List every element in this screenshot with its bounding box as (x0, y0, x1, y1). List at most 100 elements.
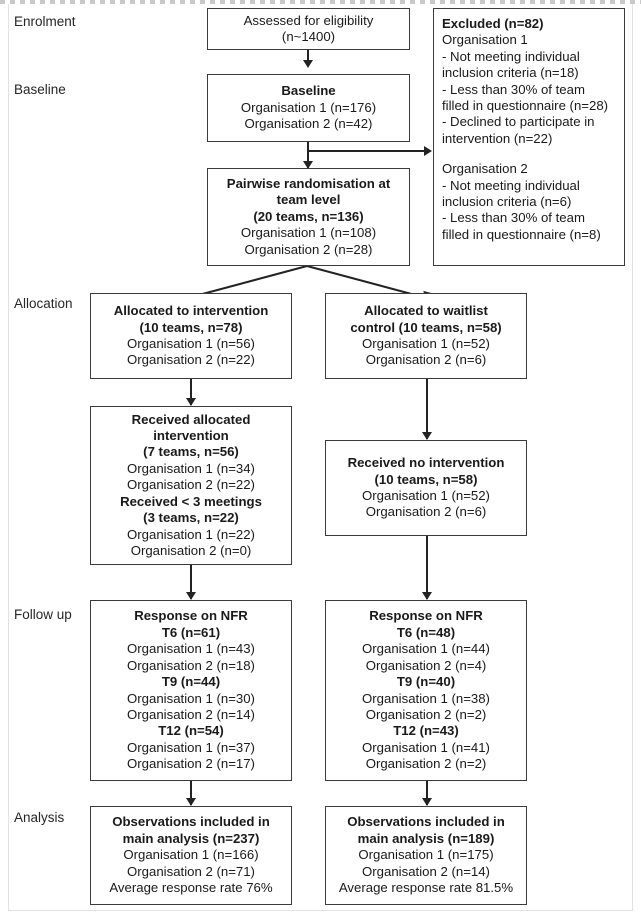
box-line: team level (276, 192, 341, 208)
box-line: Organisation 1 (n=44) (362, 641, 490, 657)
box-line: Organisation 2 (n=14) (127, 706, 255, 722)
box-line: (7 teams, n=56) (143, 444, 239, 460)
connector-followup-to-analysis-left (190, 781, 192, 805)
box-line: Organisation 2 (n=71) (127, 863, 255, 879)
box-line: T6 (n=61) (161, 624, 221, 640)
box-analysis-intervention: Observations included in main analysis (… (90, 806, 292, 905)
arrowhead-baseline (302, 60, 313, 68)
arrowhead-excluded (424, 145, 432, 156)
stage-label-allocation: Allocation (14, 296, 73, 311)
box-line: Organisation 2 (n=4) (365, 657, 487, 673)
box-line: Organisation 2 (442, 161, 528, 177)
box-received-allocated-intervention: Received allocated intervention (7 teams… (90, 406, 292, 565)
box-line: (20 teams, n=136) (253, 208, 364, 224)
box-line: (n~1400) (281, 29, 336, 44)
box-line: T9 (n=44) (161, 674, 221, 690)
box-line: Observations included in (347, 814, 505, 830)
box-line: Organisation 2 (n=22) (127, 477, 255, 493)
arrowhead-followup-control (421, 592, 432, 600)
stage-label-baseline: Baseline (14, 82, 66, 97)
box-line: Average response rate 76% (109, 880, 273, 896)
arrowhead-received-none (421, 432, 432, 440)
box-baseline: Baseline Organisation 1 (n=176) Organisa… (207, 74, 410, 142)
box-excluded: Excluded (n=82) Organisation 1 - Not mee… (433, 8, 625, 266)
box-pairwise-randomisation: Pairwise randomisation at team level (20… (207, 168, 410, 266)
box-allocated-to-waitlist-control: Allocated to waitlist control (10 teams,… (325, 293, 527, 379)
box-line: T12 (n=54) (158, 723, 224, 739)
box-line: intervention (n=22) (442, 130, 553, 146)
box-line: Organisation 1 (n=41) (362, 739, 490, 755)
box-line: - Not meeting individual (442, 177, 580, 193)
box-line: Organisation 1 (n=43) (127, 641, 255, 657)
box-line: Excluded (n=82) (442, 16, 544, 31)
box-line: (10 teams, n=58) (374, 471, 478, 487)
stage-label-enrolment: Enrolment (14, 14, 76, 29)
arrowhead-followup-intervention (185, 592, 196, 600)
box-line: Organisation 1 (n=56) (127, 336, 255, 351)
box-line: Organisation 1 (n=175) (358, 847, 494, 863)
connector-baseline-to-randomisation (307, 140, 309, 168)
box-line: - Declined to participate in (442, 114, 595, 130)
box-line: Organisation 1 (n=38) (362, 690, 490, 706)
box-line: Response on NFR (134, 608, 248, 624)
arrowhead-analysis-intervention (185, 798, 196, 806)
arrowhead-analysis-control (421, 798, 432, 806)
box-line: - Not meeting individual (442, 48, 580, 64)
box-line: Received no intervention (347, 455, 505, 471)
box-line: Baseline (281, 83, 336, 99)
arrowhead-randomisation (302, 161, 313, 169)
box-line: Allocated to waitlist (364, 303, 488, 319)
connector-baseline-to-excluded (307, 150, 425, 152)
connector-received-to-followup-left (190, 565, 192, 599)
box-line: Organisation 1 (n=166) (123, 847, 259, 863)
box-line: Organisation 2 (n=2) (365, 756, 487, 772)
box-line: Observations included in (112, 814, 270, 830)
box-followup-response-intervention: Response on NFR T6 (n=61) Organisation 1… (90, 600, 292, 781)
box-line: Organisation 1 (n=52) (362, 336, 490, 351)
box-line: Organisation 2 (n=6) (365, 504, 487, 520)
box-line: Organisation 2 (n=28) (244, 241, 373, 257)
box-line: Organisation 2 (n=0) (130, 542, 252, 558)
box-line: Organisation 2 (n=17) (127, 756, 255, 772)
box-line: Organisation 1 (n=108) (240, 225, 377, 241)
box-line: Organisation 1 (n=37) (127, 739, 255, 755)
box-line: T12 (n=43) (393, 723, 459, 739)
box-line: Pairwise randomisation at (226, 175, 391, 191)
box-line: Organisation 2 (n=14) (362, 863, 490, 879)
box-line: Organisation 1 (n=22) (127, 526, 255, 542)
box-line: filled in questionnaire (n=28) (442, 98, 609, 114)
arrowhead-received-intervention (185, 398, 196, 406)
connector-receivednone-to-followup-right (426, 536, 428, 599)
box-line: inclusion criteria (n=18) (442, 65, 579, 81)
box-line: Organisation 1 (442, 32, 528, 48)
box-line: Organisation 2 (n=18) (127, 657, 255, 673)
box-allocated-to-intervention: Allocated to intervention (10 teams, n=7… (90, 293, 292, 379)
box-line: - Less than 30% of team (442, 210, 585, 226)
box-line: Allocated to intervention (113, 303, 269, 319)
box-line: (3 teams, n=22) (143, 510, 239, 526)
box-line: T6 (n=48) (396, 624, 456, 640)
connector-followup-to-analysis-right (426, 781, 428, 805)
box-line: filled in questionnaire (n=8) (442, 226, 601, 242)
stage-label-analysis: Analysis (14, 810, 65, 825)
box-line: T9 (n=40) (396, 674, 456, 690)
box-line: Response on NFR (369, 608, 483, 624)
box-line: control (10 teams, n=58) (350, 319, 502, 335)
box-received-no-intervention: Received no intervention (10 teams, n=58… (325, 440, 527, 536)
box-line: Organisation 1 (n=52) (362, 488, 490, 503)
stage-label-followup: Follow up (14, 607, 72, 622)
box-line: Organisation 2 (n=42) (244, 116, 373, 132)
box-line: inclusion criteria (n=6) (442, 194, 572, 210)
box-line: intervention (153, 428, 229, 444)
top-edge-dashes (0, 0, 641, 4)
box-analysis-control: Observations included in main analysis (… (325, 806, 527, 905)
box-line: Organisation 1 (n=176) (240, 99, 377, 115)
box-line: (10 teams, n=78) (139, 319, 243, 335)
box-line: Organisation 2 (n=22) (127, 352, 255, 368)
connector-alloc-int-to-received (190, 379, 192, 405)
box-line: - Less than 30% of team (442, 81, 585, 97)
box-followup-response-control: Response on NFR T6 (n=48) Organisation 1… (325, 600, 527, 781)
box-line: Organisation 2 (n=6) (365, 352, 487, 368)
box-line: Received < 3 meetings (120, 493, 262, 509)
